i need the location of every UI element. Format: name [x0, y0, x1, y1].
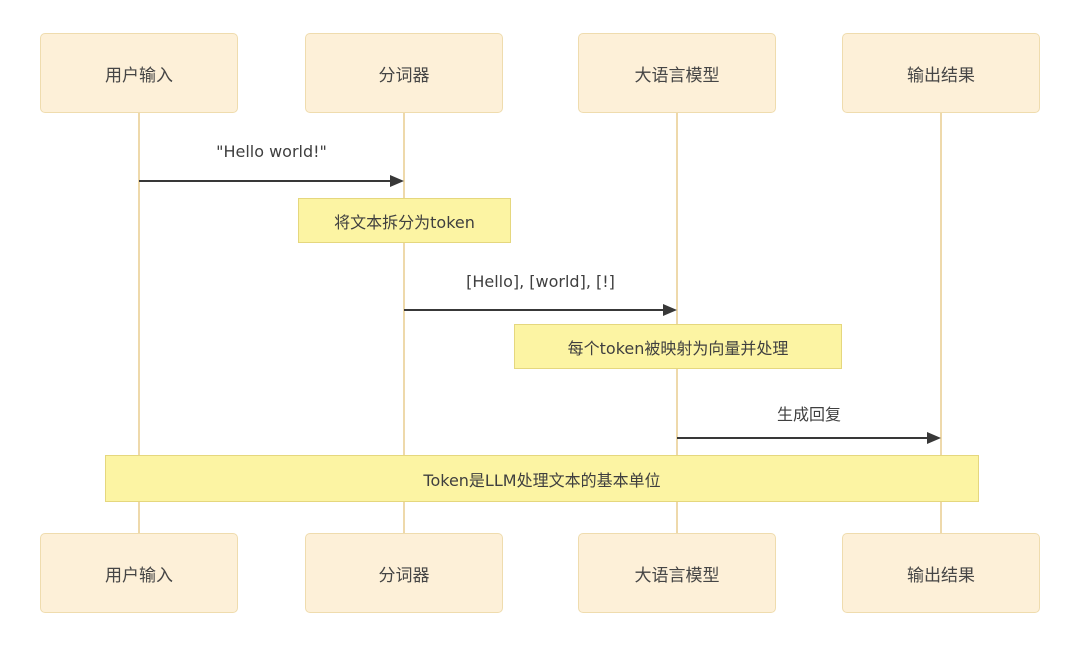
- lifeline-user-input: [138, 112, 140, 534]
- arrowhead-icon: [663, 304, 677, 316]
- message-arrow-user-to-tokenizer: [139, 175, 404, 187]
- actor-bottom-tokenizer: 分词器: [305, 533, 503, 613]
- note-split-into-tokens: 将文本拆分为token: [298, 198, 511, 243]
- actor-top-output: 输出结果: [842, 33, 1040, 113]
- actor-top-llm: 大语言模型: [578, 33, 776, 113]
- message-label-token-list: [Hello], [world], [!]: [466, 272, 615, 291]
- arrowhead-icon: [390, 175, 404, 187]
- note-token-basic-unit: Token是LLM处理文本的基本单位: [105, 455, 979, 502]
- actor-bottom-output: 输出结果: [842, 533, 1040, 613]
- actor-top-user-input: 用户输入: [40, 33, 238, 113]
- message-label-hello-world: "Hello world!": [216, 142, 327, 161]
- lifeline-llm: [676, 112, 678, 534]
- actor-bottom-user-input: 用户输入: [40, 533, 238, 613]
- arrow-shaft: [139, 180, 395, 182]
- actor-bottom-llm: 大语言模型: [578, 533, 776, 613]
- note-token-mapped-to-vector: 每个token被映射为向量并处理: [514, 324, 842, 369]
- arrow-shaft: [677, 437, 932, 439]
- arrow-shaft: [404, 309, 668, 311]
- message-label-generate-reply: 生成回复: [776, 405, 841, 424]
- message-arrow-tokenizer-to-llm: [404, 304, 677, 316]
- arrowhead-icon: [927, 432, 941, 444]
- lifeline-tokenizer: [403, 112, 405, 534]
- message-arrow-llm-to-output: [677, 432, 941, 444]
- lifeline-output: [940, 112, 942, 534]
- actor-top-tokenizer: 分词器: [305, 33, 503, 113]
